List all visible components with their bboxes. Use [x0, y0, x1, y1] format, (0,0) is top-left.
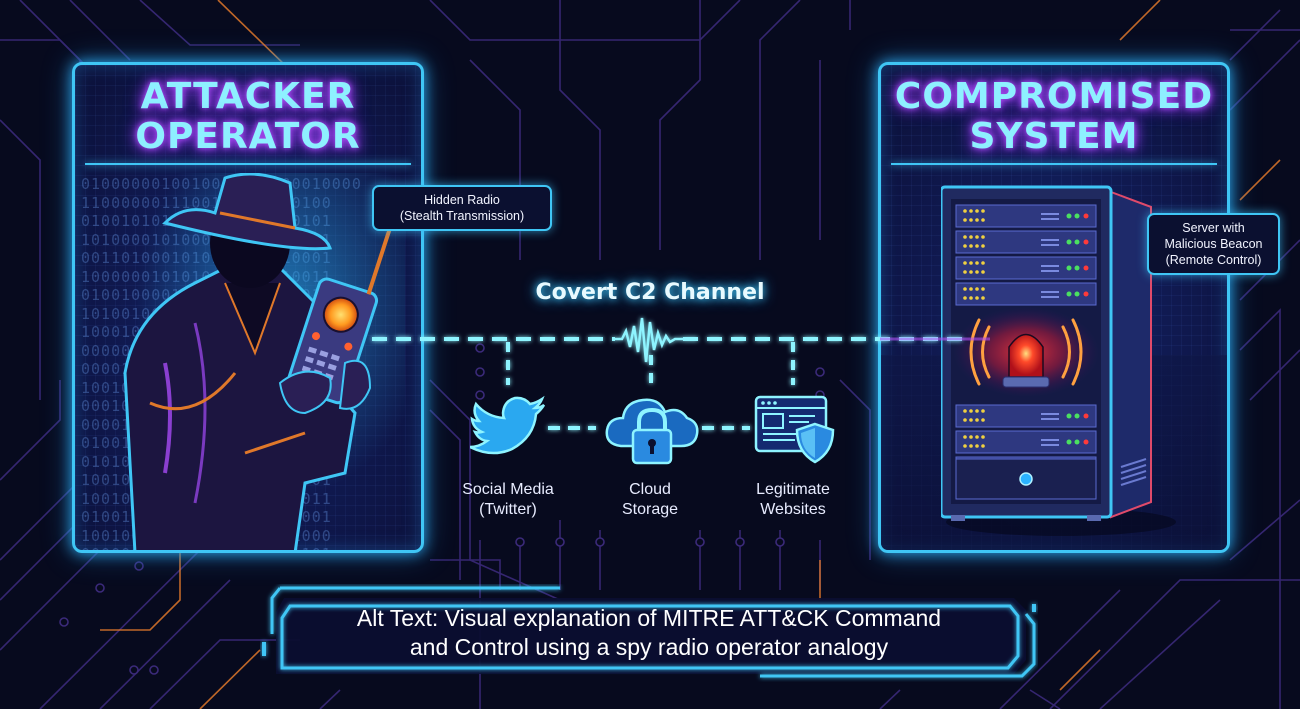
caption-line-1: Alt Text: Visual explanation of MITRE AT…	[356, 605, 942, 631]
alt-text-caption: Alt Text: Visual explanation of MITRE AT…	[262, 586, 1036, 678]
twitter-bird-icon	[470, 395, 546, 455]
hidden-radio-callout: Hidden Radio (Stealth Transmission)	[372, 185, 552, 231]
node-label-cloud-storage: Cloud Storage	[621, 481, 679, 518]
channel-title: Covert C2 Channel	[535, 280, 765, 305]
title-divider	[85, 163, 411, 165]
compromised-system-panel: COMPROMISED SYSTEM	[878, 62, 1230, 553]
website-shield-icon	[754, 395, 835, 464]
attacker-operator-panel: 0100000010010010100100010000 11000000111…	[72, 62, 424, 553]
cloud-lock-icon	[605, 398, 699, 465]
node-label-social-media: Social Media (Twitter)	[462, 481, 554, 518]
caption-line-2: and Control using a spy radio operator a…	[409, 634, 889, 660]
attacker-title: ATTACKER OPERATOR	[135, 76, 361, 157]
server-rack-alarm-icon	[941, 185, 1176, 536]
spy-with-radio-icon	[105, 173, 405, 550]
compromised-title: COMPROMISED SYSTEM	[894, 76, 1214, 157]
node-label-legitimate-websites: Legitimate Websites	[756, 481, 830, 518]
title-divider	[891, 163, 1217, 165]
server-beacon-callout: Server with Malicious Beacon (Remote Con…	[1147, 213, 1280, 275]
